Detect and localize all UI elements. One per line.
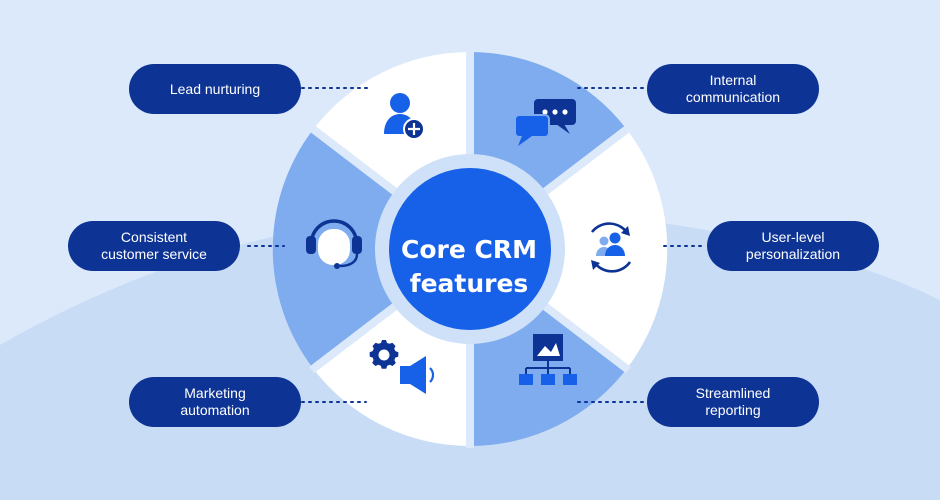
core-circle: [389, 168, 551, 330]
feature-label-user-level-personalization: User-level personalization: [707, 221, 879, 271]
feature-label-marketing-automation: Marketing automation: [129, 377, 301, 427]
feature-label-internal-communication: Internal communication: [647, 64, 819, 114]
add-user-icon: [384, 93, 425, 140]
feature-label-text: personalization: [745, 246, 841, 262]
feature-label-text: Streamlined: [695, 385, 771, 401]
feature-label-text: reporting: [705, 402, 761, 418]
report-hierarchy-icon: [519, 334, 577, 385]
feature-label-text: Lead nurturing: [169, 80, 261, 97]
feature-label-consistent-customer-service: Consistent customer service: [68, 221, 240, 271]
core-crm-features-title: Core CRM features: [386, 184, 552, 350]
user-cycle-icon: [590, 222, 632, 273]
segment-user-level-personalization: [470, 129, 668, 369]
center-title-line-2: features: [409, 269, 529, 298]
feature-label-text: User-level: [761, 229, 825, 245]
feature-label-text: Marketing: [184, 385, 246, 401]
gear-megaphone-icon: [369, 340, 435, 394]
chat-bubbles-icon: [514, 99, 576, 146]
feature-label-text: automation: [180, 402, 250, 418]
feature-label-text: Internal: [709, 72, 757, 88]
feature-label-streamlined-reporting: Streamlined reporting: [647, 377, 819, 427]
feature-label-text: customer service: [101, 246, 207, 262]
connector-lines: [247, 87, 705, 403]
center-title-line-1: Core CRM: [401, 235, 537, 264]
feature-label-text: Consistent: [120, 229, 188, 245]
segment-consistent-customer-service: [272, 129, 470, 369]
feature-label-text: communication: [685, 89, 781, 105]
feature-label-lead-nurturing: Lead nurturing: [129, 64, 301, 114]
headset-icon: [306, 219, 362, 269]
